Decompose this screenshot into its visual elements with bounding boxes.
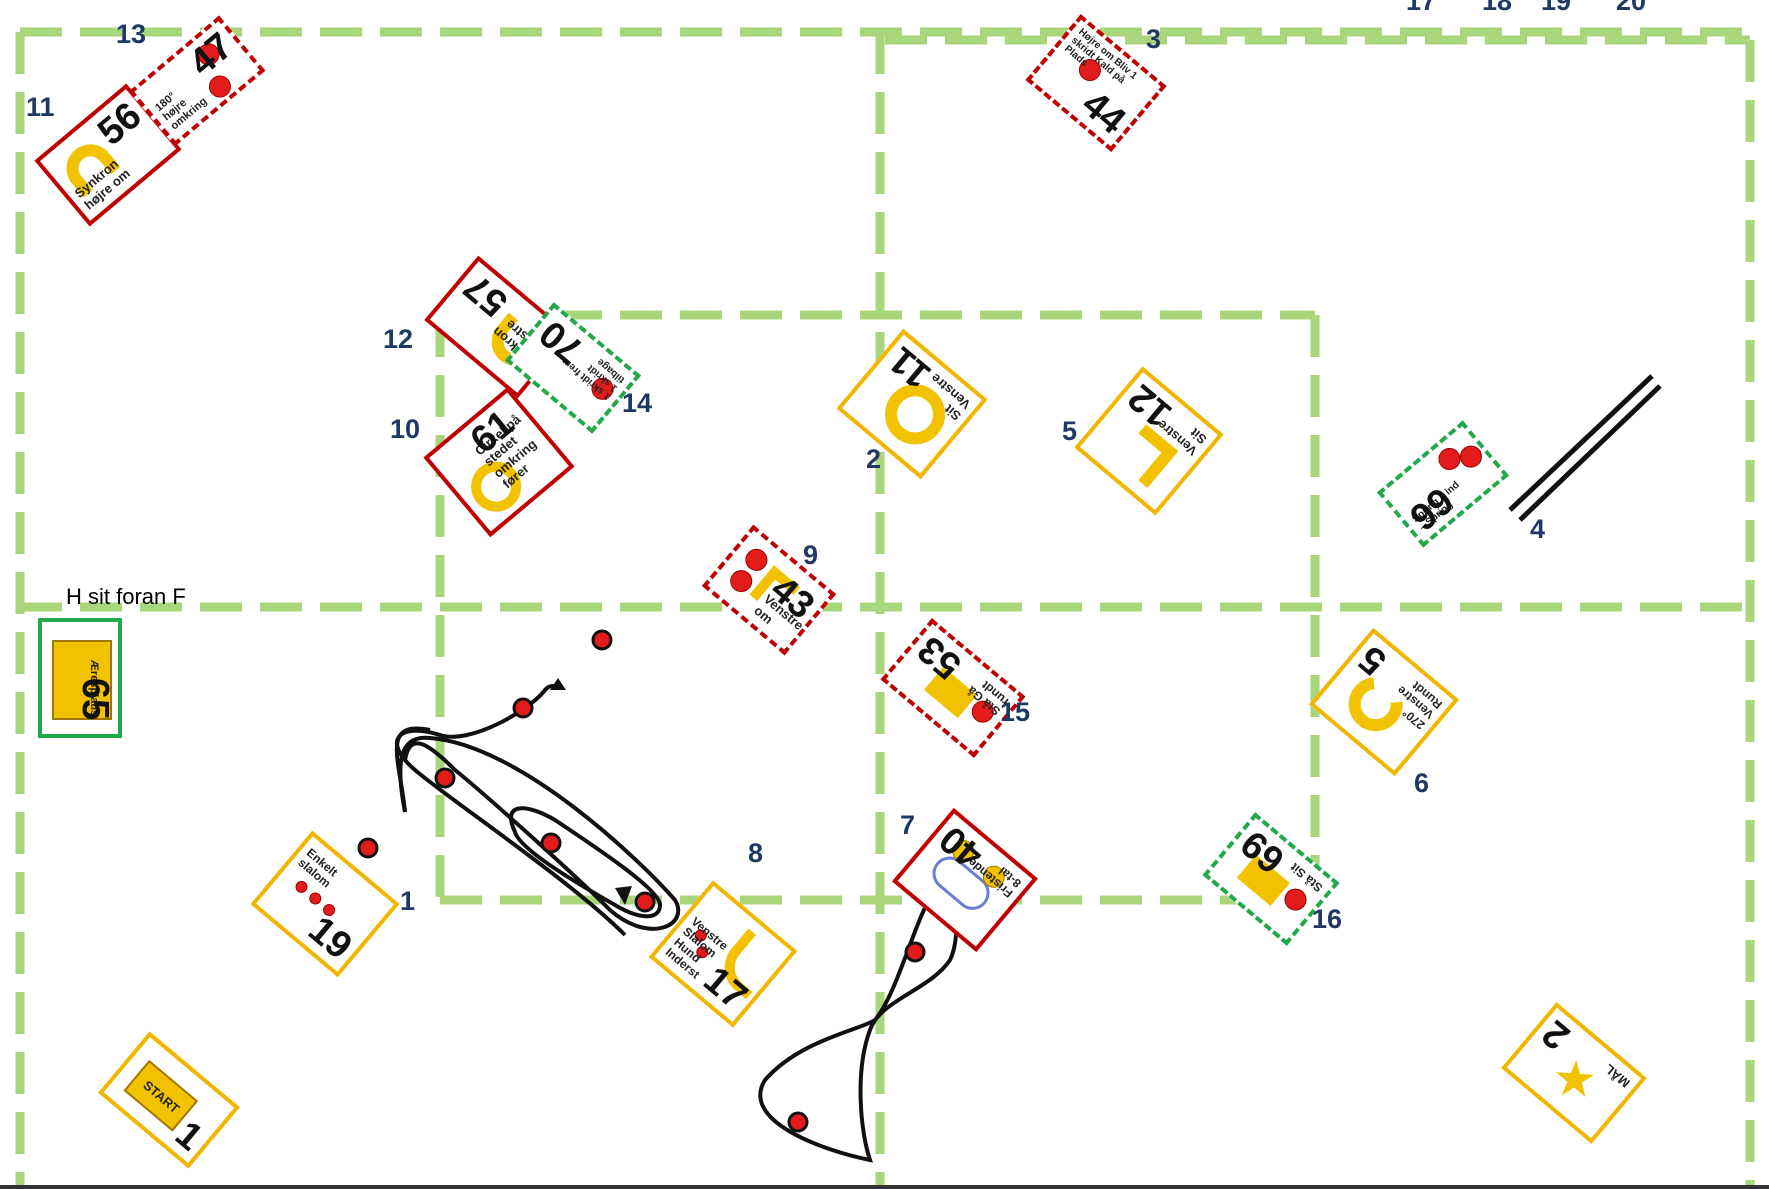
- station-number: 16: [1312, 904, 1342, 935]
- station-number: 6: [1414, 768, 1429, 799]
- sign-aeresplads: Æresplads 65: [38, 618, 122, 738]
- station-number: 12: [383, 324, 413, 355]
- station-number: 7: [900, 810, 915, 841]
- cone-icon: [307, 890, 324, 907]
- station-number: 10: [390, 414, 420, 445]
- cone-icon: [293, 878, 310, 895]
- station-number: 9: [803, 540, 818, 571]
- station-number: 19: [1541, 0, 1571, 17]
- jump-obstacle: [1510, 376, 1660, 520]
- station-number: 11: [26, 92, 55, 123]
- station-number: 4: [1530, 514, 1545, 545]
- station-number: 17: [1406, 0, 1436, 17]
- station-number: 13: [116, 19, 146, 50]
- station-number: 3: [1146, 24, 1161, 55]
- station-number: 8: [748, 838, 763, 869]
- station-number: 5: [1062, 416, 1077, 447]
- station-number: 2: [866, 444, 881, 475]
- path-arrow-head: [550, 678, 566, 690]
- station-number: 15: [1000, 697, 1030, 728]
- handler-path: [397, 682, 956, 1160]
- station-number: 1: [400, 886, 415, 917]
- station-number: 20: [1616, 0, 1646, 17]
- stop-icon: [1455, 441, 1486, 472]
- sign-caption: H sit foran F: [66, 584, 186, 610]
- station-number: 14: [622, 388, 652, 419]
- station-number: 18: [1482, 0, 1512, 17]
